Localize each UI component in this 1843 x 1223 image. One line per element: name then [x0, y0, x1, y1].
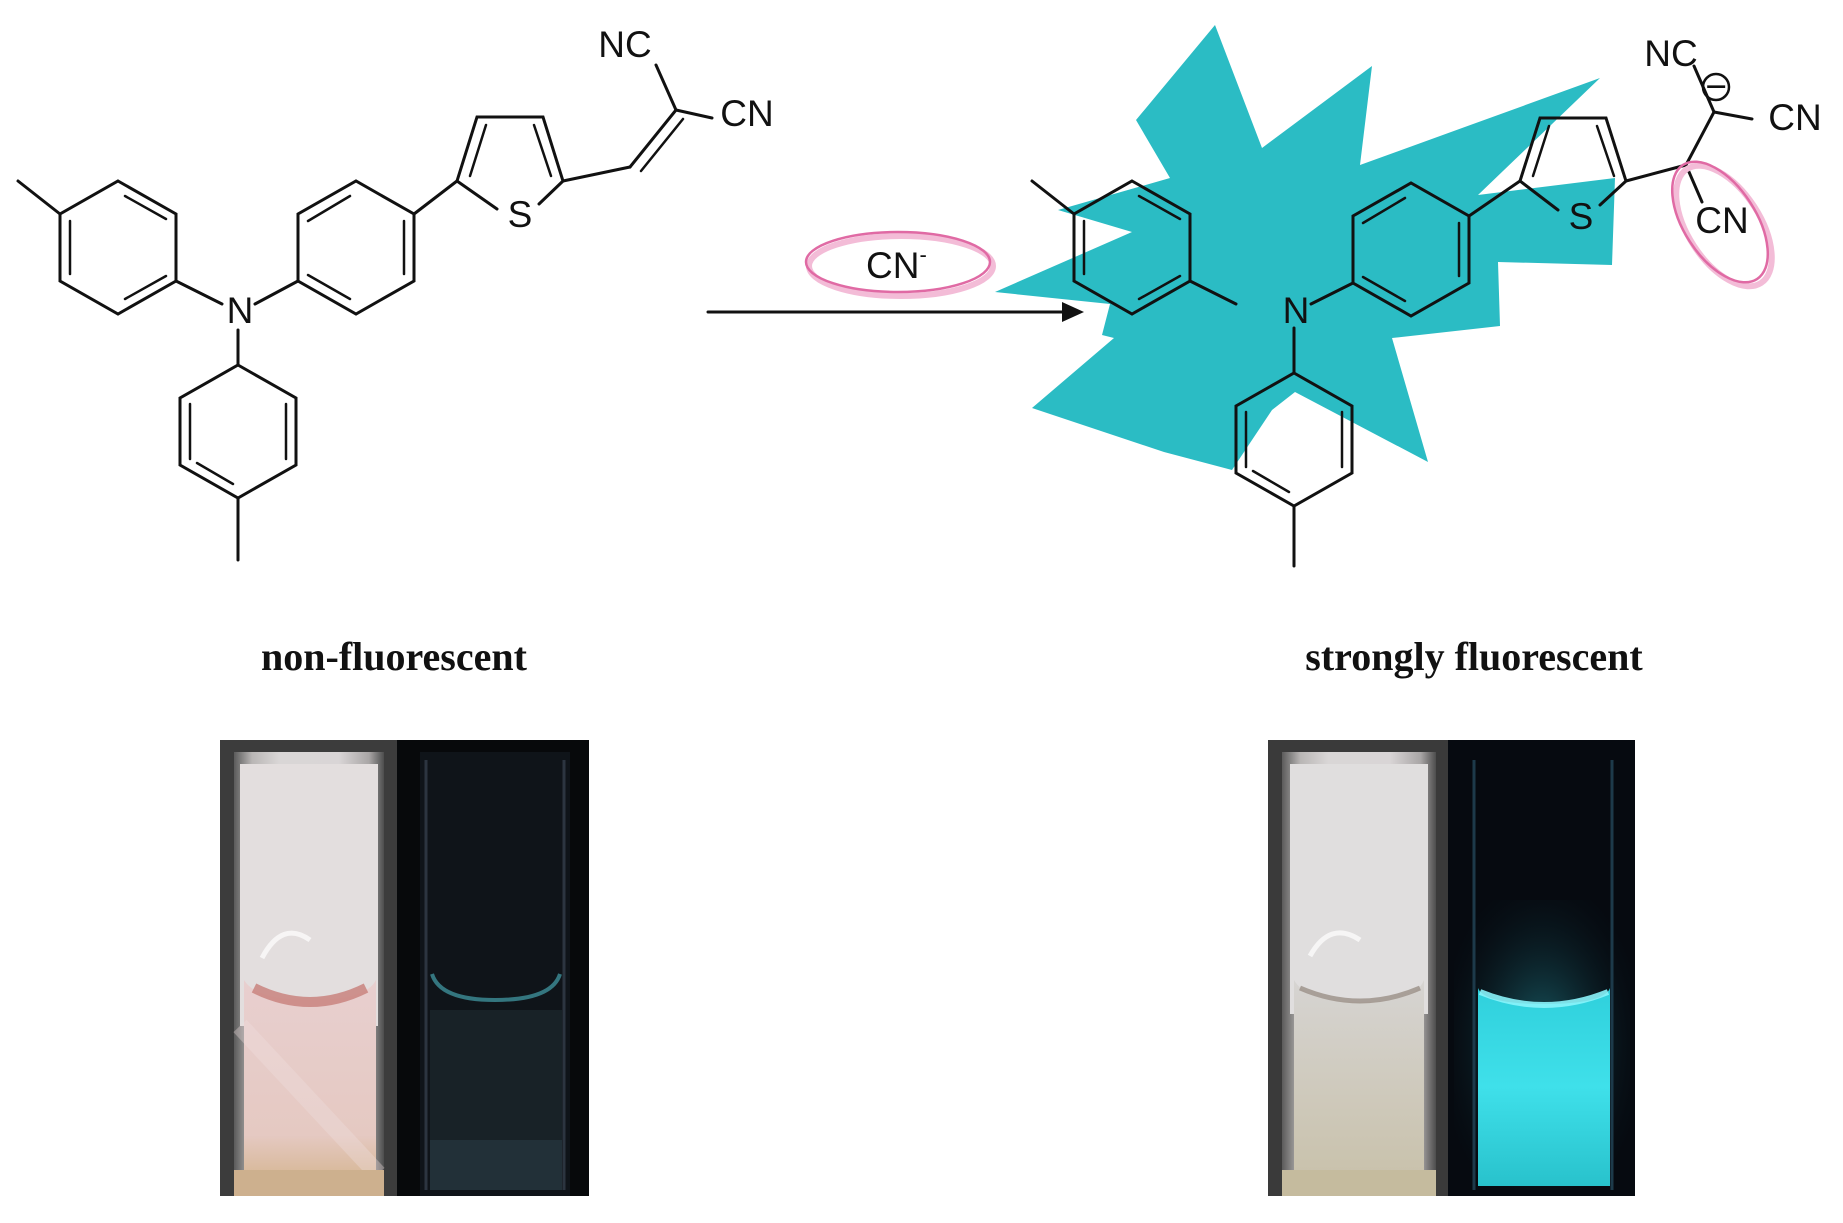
- reactant-s-atom: S: [508, 194, 533, 235]
- reagent-charge: -: [919, 242, 926, 267]
- product-nc-label: NC: [1644, 33, 1697, 74]
- product-molecule: − N S NC CN CN: [995, 25, 1822, 568]
- reactant-photo-daylight: [220, 740, 397, 1196]
- reactant-nc-label: NC: [598, 24, 651, 65]
- product-added-cn-label: CN: [1695, 200, 1748, 241]
- reagent-label: CN-: [804, 230, 996, 299]
- reactant-cn-label: CN: [720, 93, 773, 134]
- carbanion-charge-circle: [1701, 72, 1731, 102]
- reagent-text: CN-: [866, 242, 927, 286]
- product-photo-daylight: [1268, 740, 1448, 1196]
- reactant-molecule: N S NC CN: [16, 24, 774, 562]
- reactant-photo-uv: [397, 740, 589, 1196]
- product-n-atom: N: [1283, 290, 1310, 331]
- product-caption: strongly fluorescent: [1305, 634, 1643, 679]
- reactant-n-atom: N: [227, 290, 254, 331]
- fluorescence-burst: [995, 25, 1615, 470]
- reaction-arrow: [706, 302, 1084, 322]
- carbanion-charge: −: [1705, 66, 1727, 107]
- reactant-caption: non-fluorescent: [261, 634, 528, 679]
- product-photo-uv: [1448, 740, 1635, 1196]
- product-s-atom: S: [1569, 196, 1594, 237]
- reagent-highlight-ellipse: [804, 230, 992, 294]
- reagent-highlight-halo: [806, 233, 996, 299]
- reagent-formula: CN: [866, 245, 919, 286]
- product-cn-label: CN: [1768, 97, 1821, 138]
- added-cn-highlight-ellipse: [1670, 160, 1770, 284]
